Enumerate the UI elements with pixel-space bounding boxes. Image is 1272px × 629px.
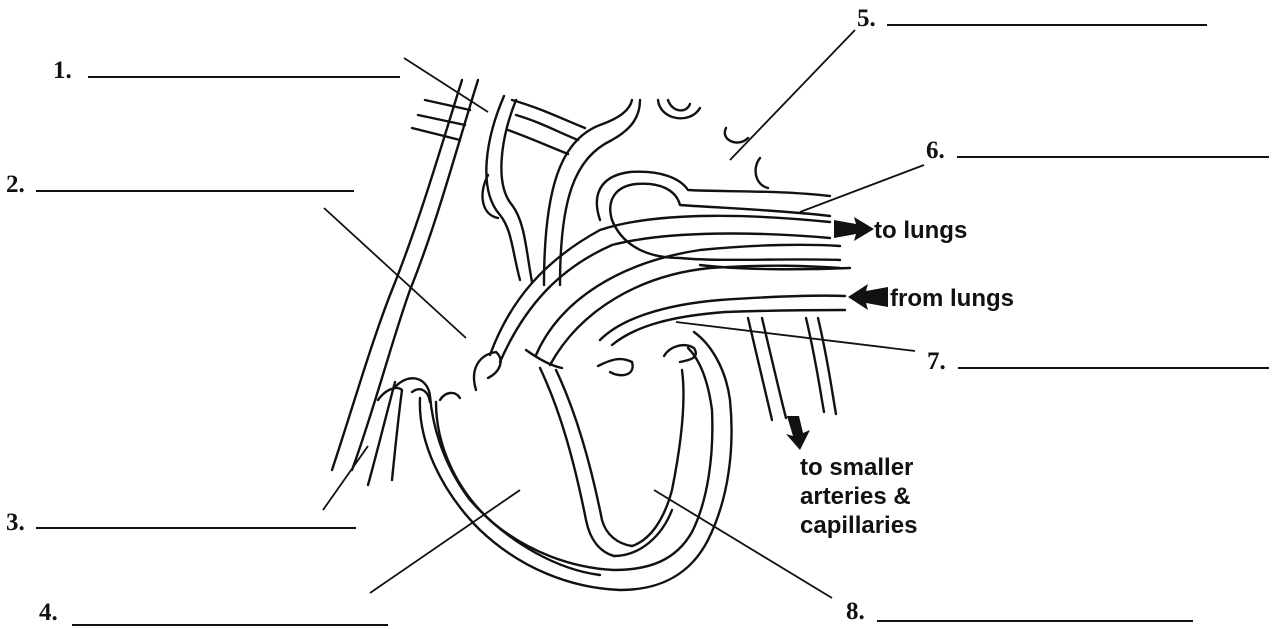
label-number: 4. [39,600,58,625]
septum-right [556,370,632,546]
vena-cava-wall-inner [352,80,478,470]
pulmonary-vein-upper [600,296,845,340]
leader-line-6 [800,165,924,212]
label-number: 5. [857,6,876,31]
leader-line-2 [324,208,466,338]
answer-blank[interactable] [957,156,1269,158]
label-number: 7. [927,349,946,374]
to-smaller-arteries-label: to smaller arteries & capillaries [800,454,917,540]
to-lungs-label: to lungs [874,217,967,246]
answer-blank[interactable] [36,190,354,192]
leader-line-7 [676,322,915,351]
leader-line-5 [730,30,855,160]
to-smaller-line-1: to smaller [800,454,917,483]
to-lungs-arrow-icon [832,216,876,242]
aortic-arch-inner [560,100,640,285]
label-number: 3. [6,510,25,535]
leader-line-4 [370,490,520,593]
answer-blank[interactable] [877,620,1193,622]
label-number: 2. [6,172,25,197]
heart-inner-wall [436,348,712,570]
answer-blank[interactable] [887,24,1207,26]
to-smaller-line-2: arteries & [800,483,917,512]
heart-outer-wall [420,332,732,590]
answer-blank[interactable] [958,367,1269,369]
from-lungs-arrow-icon [846,283,890,311]
label-number: 1. [53,58,72,83]
answer-blank[interactable] [88,76,400,78]
septum-left [540,368,614,556]
leader-line-3 [323,446,368,510]
label-number: 8. [846,599,865,624]
to-smaller-line-3: capillaries [800,512,917,541]
from-lungs-label: from lungs [890,285,1014,314]
label-number: 6. [926,138,945,163]
down-arrow-icon [783,414,813,452]
answer-blank[interactable] [36,527,356,529]
answer-blank[interactable] [72,624,388,626]
